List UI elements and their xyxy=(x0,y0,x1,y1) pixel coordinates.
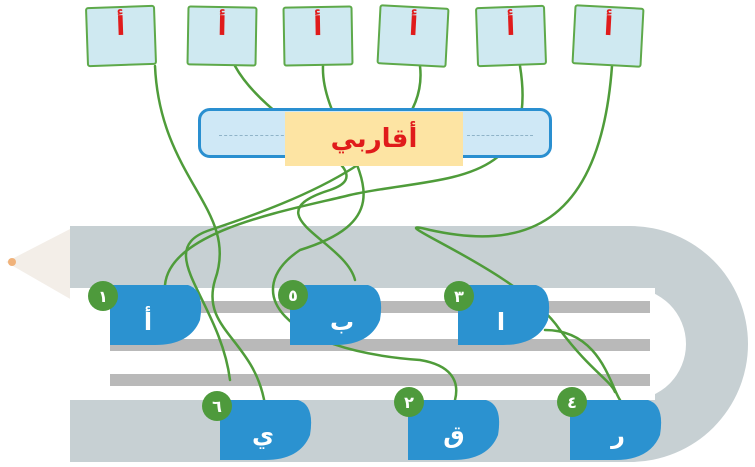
tile-letter: أ xyxy=(143,308,153,336)
pencil-bottom-band xyxy=(70,400,630,462)
card-3[interactable]: أ xyxy=(282,5,354,67)
tile-4 xyxy=(570,400,662,460)
card-letter: أ xyxy=(313,11,323,43)
rope xyxy=(153,64,267,407)
card-2[interactable]: أ xyxy=(186,5,258,67)
rope xyxy=(414,64,617,394)
tile-1 xyxy=(110,285,202,345)
card-6[interactable]: أ xyxy=(571,4,645,68)
pencil-top-band xyxy=(70,226,630,288)
badge-number: ٣ xyxy=(444,281,474,311)
badge-number: ٥ xyxy=(278,280,308,310)
title-dashed-line xyxy=(219,135,289,136)
tile-3 xyxy=(458,285,550,345)
pencil-tip xyxy=(6,228,72,300)
ruled-line xyxy=(110,374,650,386)
tile-6 xyxy=(220,400,312,460)
card-letter: أ xyxy=(115,11,126,43)
tile-letter: ي xyxy=(252,421,274,449)
tile-letter: ر xyxy=(611,421,625,449)
card-letter: أ xyxy=(603,11,614,43)
title-word: أقاربي xyxy=(285,112,463,166)
badge-number: ٤ xyxy=(557,387,587,417)
badge-number: ١ xyxy=(88,281,118,311)
pencil-curve xyxy=(630,226,748,462)
tile-letter: ق xyxy=(443,421,465,449)
tile-letter: ب xyxy=(329,308,355,336)
badge-number: ٦ xyxy=(202,391,232,421)
badge-number: ٢ xyxy=(394,387,424,417)
tile-2 xyxy=(408,400,500,460)
card-letter: أ xyxy=(505,11,516,43)
card-4[interactable]: أ xyxy=(376,4,450,68)
pencil-lead xyxy=(8,258,16,266)
rope xyxy=(543,328,622,402)
card-letter: أ xyxy=(217,11,227,43)
card-letter: أ xyxy=(408,11,419,43)
card-1[interactable]: أ xyxy=(84,4,158,68)
tile-5 xyxy=(290,285,382,345)
title-dashed-line xyxy=(467,135,533,136)
card-5[interactable]: أ xyxy=(474,4,548,68)
tile-letter: ا xyxy=(496,308,506,336)
